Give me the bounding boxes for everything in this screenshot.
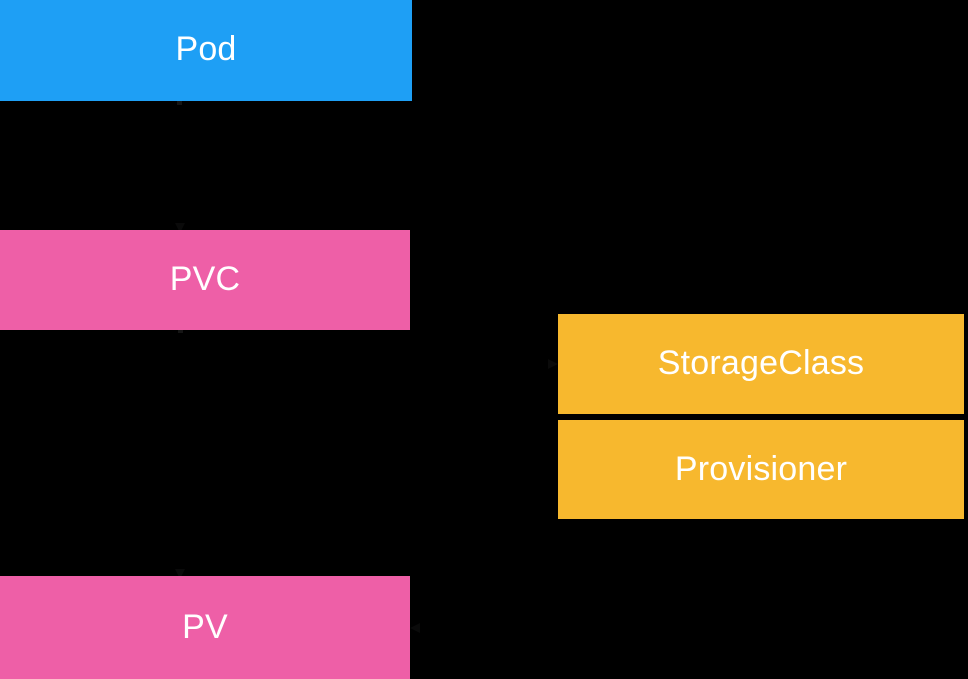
node-pv[interactable]: PV	[0, 576, 410, 679]
arrowhead-pvc-to-storageclass	[548, 359, 558, 369]
node-pvc[interactable]: PVC	[0, 230, 410, 330]
node-provisioner-label: Provisioner	[674, 449, 848, 488]
node-pod[interactable]: Pod	[0, 0, 412, 101]
arrowhead-provisioner-to-pv	[410, 623, 420, 633]
edge-pvc-to-storageclass	[410, 299, 556, 365]
node-pv-label: PV	[182, 608, 228, 647]
node-pvc-label: PVC	[169, 260, 241, 299]
node-provisioner[interactable]: Provisioner	[558, 420, 964, 519]
node-storageclass[interactable]: StorageClass	[558, 314, 964, 414]
node-pod-label: Pod	[175, 30, 237, 69]
edge-tip-artifact-pod	[177, 101, 182, 105]
node-storageclass-label: StorageClass	[657, 344, 865, 383]
edge-tip-artifact-pvc	[178, 329, 183, 333]
edge-provisioner-to-pv	[412, 469, 558, 629]
